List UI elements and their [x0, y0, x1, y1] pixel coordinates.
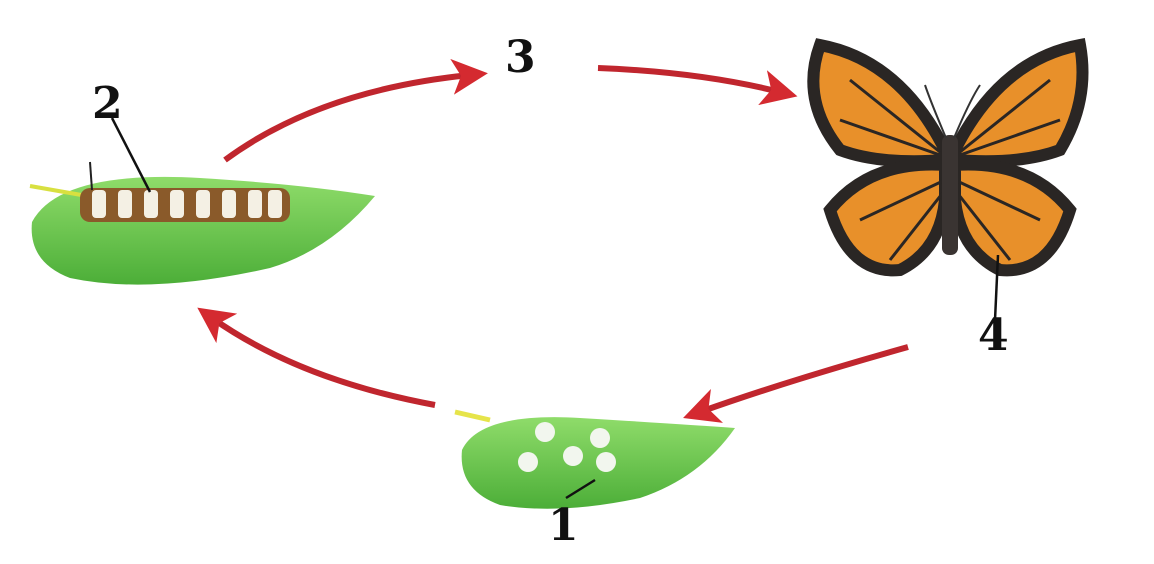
- leader-line-1: [565, 478, 596, 500]
- leader-line-2: [110, 117, 152, 193]
- arrow-3-to-4: [597, 65, 798, 106]
- butterfly-illustration: [807, 37, 1089, 277]
- label-stage-2: 2: [92, 78, 123, 129]
- label-stage-4: 4: [978, 310, 1009, 361]
- label-stage-3: 3: [505, 32, 536, 83]
- arrow-2-to-3: [223, 58, 488, 163]
- eggs-on-leaf-illustration: [454, 409, 735, 509]
- arrow-1-to-2: [197, 307, 436, 408]
- caterpillar-on-leaf-illustration: [29, 161, 376, 285]
- label-stage-1: 1: [548, 500, 579, 551]
- arrow-4-to-1: [683, 344, 909, 423]
- leader-line-4: [993, 254, 1000, 321]
